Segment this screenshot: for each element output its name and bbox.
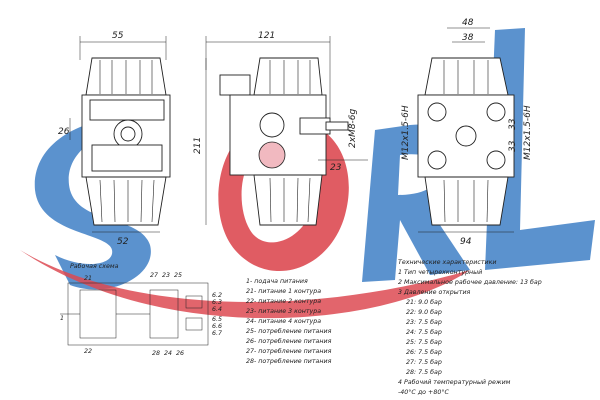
dim-back-width-top: 48 [462,18,474,28]
schematic-right-label-2: 6.3 [212,299,222,306]
dim-side-height: 211 [193,137,203,154]
specs-item-3: 3 Давление открытия [398,289,471,296]
front-view: 55 26 52 [58,31,171,247]
specs-item-2: 2 Максимальное рабочее давление: 13 бар [398,278,542,286]
legend-item-7: 26- потребление питания [246,337,332,345]
schematic-right-label-1: 6.2 [212,292,222,299]
schematic-port-23: 23 [162,272,170,279]
schematic-port-28: 28 [152,350,160,357]
dim-thread-right: M12x1.5-6H [523,105,533,160]
schematic-port-27: 27 [150,272,158,279]
schematic: Рабочая схема 21 1 22 27 23 25 28 24 26 … [60,262,222,357]
dim-thread-side: 2xM8-6g [348,108,358,148]
specs-temp-value: -40°C до +80°C [398,388,449,396]
legend-item-3: 22- питание 2 контура [246,298,321,305]
dim-side-right-height: 23 [330,163,342,173]
legend-item-4: 23- питание 3 контура [246,308,321,315]
schematic-port-24: 24 [164,350,172,357]
watermark-letter-l [485,28,595,270]
specs: Технические характеристики 1 Тип четырех… [398,259,542,396]
dim-back-width-inner: 38 [462,33,474,43]
schematic-title: Рабочая схема [70,262,119,270]
schematic-right-label-6: 6.7 [212,330,222,337]
legend-item-2: 21- питание 1 контура [246,288,321,295]
watermark-letter-s [34,118,160,290]
legend-item-1: 1- подача питания [246,278,308,285]
schematic-port-22: 22 [84,348,92,355]
dim-side-width: 121 [258,31,275,41]
specs-title: Технические характеристики [398,259,496,266]
specs-pressure-28: 28: 7.5 бар [406,368,442,376]
schematic-port-21: 21 [84,275,92,282]
specs-pressure-25: 25: 7.5 бар [406,338,442,346]
dim-thread-left: M12x1.5-6H [401,105,411,160]
legend-item-9: 28- потребление питания [246,357,332,365]
specs-pressure-26: 26: 7.5 бар [406,348,442,356]
specs-pressure-23: 23: 7.5 бар [406,318,442,326]
specs-item-1: 1 Тип четырехконтурный [398,269,482,276]
schematic-port-26: 26 [176,350,184,357]
side-view: 121 211 2xM8-6g 23 [193,31,368,226]
dim-front-width-top: 55 [112,31,124,41]
dim-back-height-1: 33 [508,118,518,130]
legend-item-5: 24- питание 4 контура [246,318,321,325]
schematic-right-label-3: 6.4 [212,306,222,313]
specs-pressure-21: 21: 9.0 бар [406,298,442,306]
specs-pressure-24: 24: 7.5 бар [406,328,442,336]
specs-pressure-27: 27: 7.5 бар [406,358,442,366]
watermark-swoosh [20,250,470,319]
back-view: 48 38 M12x1.5-6H M12x1.5-6H 33 33 94 [401,18,533,247]
legend: 1- подача питания 21- питание 1 контура … [246,278,332,365]
dim-front-height: 26 [58,127,70,137]
side-fitting [258,141,286,169]
schematic-port-1: 1 [60,315,64,322]
specs-temp-title: 4 Рабочий температурный режим [398,378,511,386]
dim-back-height-2: 33 [508,140,518,152]
dim-back-width-bottom: 94 [460,237,472,247]
specs-pressure-22: 22: 9.0 бар [406,308,442,316]
schematic-right-label-5: 6.6 [212,323,222,330]
legend-item-8: 27- потребление питания [246,347,332,355]
legend-item-6: 25- потребление питания [246,327,332,335]
schematic-port-25: 25 [174,272,182,279]
dim-front-width-bottom: 52 [117,237,129,247]
schematic-right-label-4: 6.5 [212,316,222,323]
